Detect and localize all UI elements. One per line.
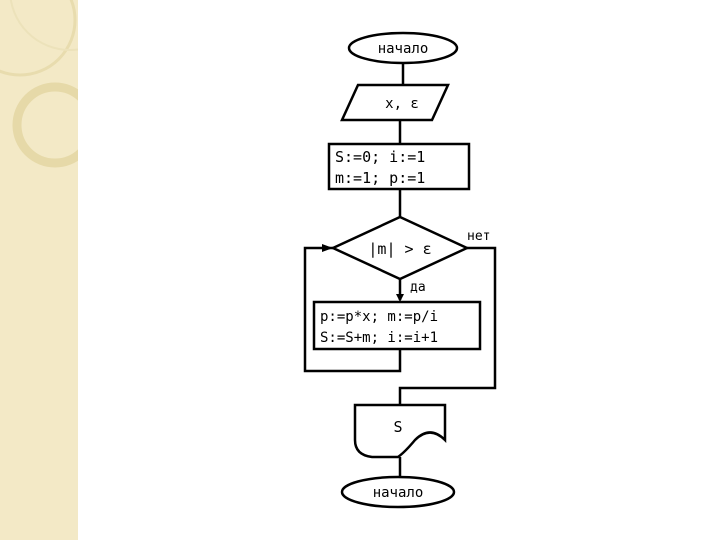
no-label: нет [467,229,490,244]
input-label: x, ε [385,96,419,112]
input-parallelogram [340,83,450,122]
end-label: начало [373,485,424,501]
body-line-2: S:=S+m; i:=i+1 [320,330,438,346]
init-line-1: S:=0; i:=1 [335,148,425,166]
decorative-circles [0,0,78,168]
output-document [353,403,447,459]
output-label: S [393,418,402,436]
arrow-yes-head [396,294,404,302]
yes-label: да [410,280,426,295]
loop-back-line [303,246,402,373]
end-terminal [340,475,456,509]
arrow-loop-head [322,244,333,252]
body-line-1: p:=p*x; m:=p/i [320,309,438,325]
body-process-box [312,300,482,351]
condition-label: |m| > ε [368,240,431,258]
start-label: начало [378,41,429,57]
decorative-side-strip [0,0,78,540]
init-line-2: m:=1; p:=1 [335,169,425,187]
no-branch-line [398,246,497,405]
